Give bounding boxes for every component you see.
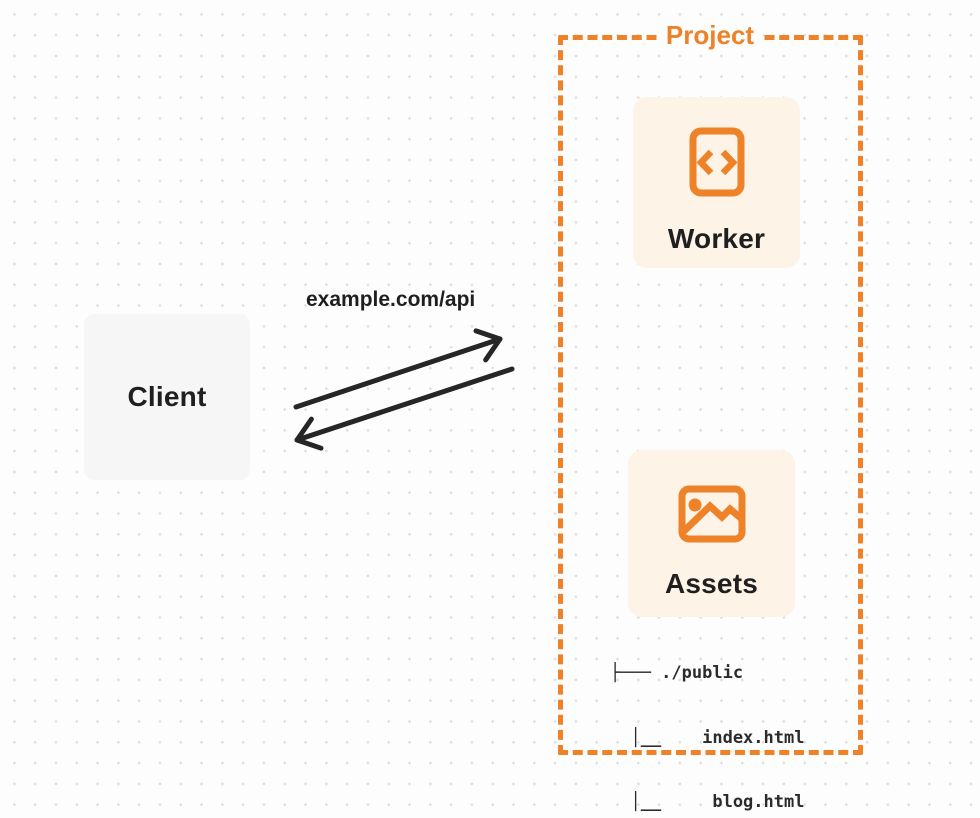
request-url-label: example.com/api <box>306 288 476 311</box>
image-icon <box>678 485 746 543</box>
file-tree-root: ├─── ./public <box>610 663 744 683</box>
worker-label: Worker <box>667 223 766 254</box>
assets-file-tree: ├─── ./public │__ index.html │__ blog.ht… <box>610 620 804 818</box>
client-node: Client <box>84 314 250 480</box>
worker-node: Worker <box>633 97 800 268</box>
file-tree-item: │__ blog.html <box>610 792 805 812</box>
response-arrow <box>294 366 515 451</box>
request-arrow <box>293 328 503 410</box>
file-tree-item: │__ index.html <box>610 727 805 748</box>
project-label: Project <box>656 19 764 51</box>
assets-label: Assets <box>664 568 759 599</box>
client-label: Client <box>127 381 207 412</box>
assets-node: Assets <box>628 450 795 617</box>
code-file-icon <box>689 127 745 197</box>
